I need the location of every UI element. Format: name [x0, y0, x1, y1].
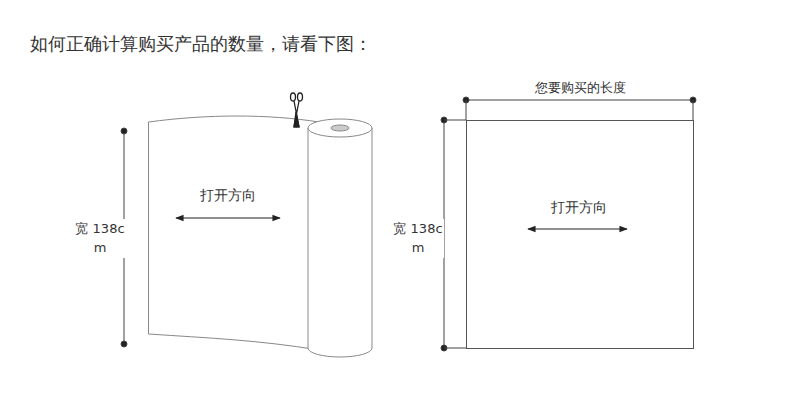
dimension-line: [466, 100, 693, 101]
extension-line: [444, 120, 466, 121]
extension-line: [693, 100, 694, 120]
extension-line: [466, 100, 467, 120]
sheet-outline: [148, 112, 320, 354]
dimension-dot: [121, 341, 127, 347]
width-label: 宽 138cm: [74, 219, 126, 258]
fabric-sheet: 打开方向: [148, 112, 320, 354]
fabric-piece: 打开方向: [466, 120, 694, 349]
direction-label: 打开方向: [200, 187, 256, 205]
sheet-shape: [149, 116, 320, 350]
title: 如何正确计算购买产品的数量，请看下图：: [30, 32, 372, 56]
dimension-dot: [121, 128, 127, 134]
extension-line: [444, 348, 466, 349]
width-label: 宽 138cm: [392, 219, 444, 258]
roll-core: [331, 125, 349, 131]
direction-label: 打开方向: [551, 199, 607, 217]
length-label: 您要购买的长度: [535, 78, 626, 98]
